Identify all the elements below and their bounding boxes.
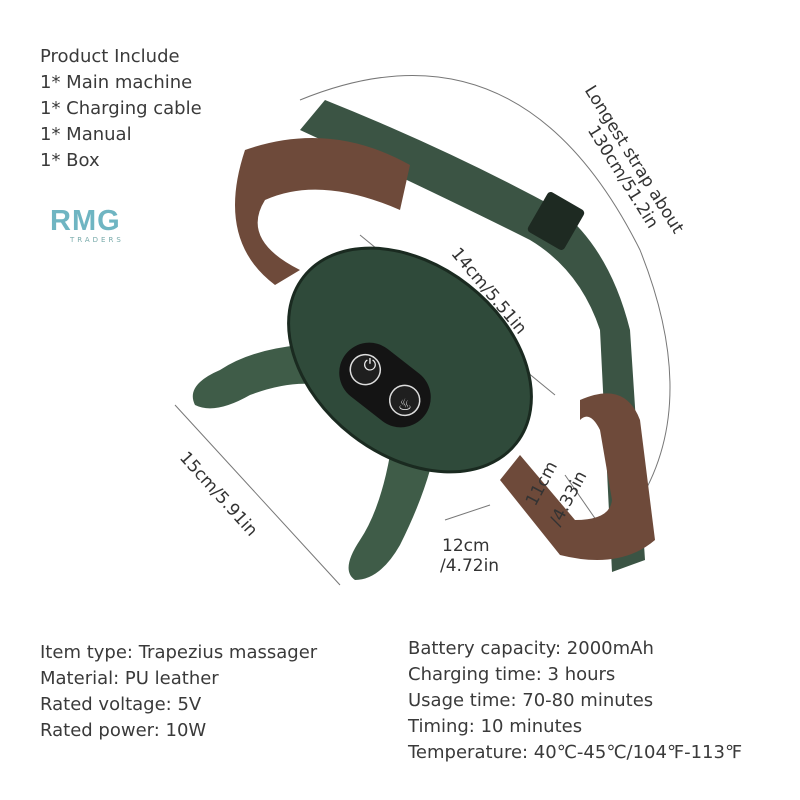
strap-buckle	[527, 192, 585, 250]
height-label-line1: 12cm	[442, 536, 490, 556]
spec-rated-power: Rated power: 10W	[40, 720, 207, 741]
heat-icon: ♨	[398, 395, 412, 414]
strap-brown-top	[235, 138, 410, 285]
width-dim-line	[174, 404, 341, 586]
specs-left-column: Item type: Trapezius massager Material: …	[40, 640, 317, 744]
power-button[interactable]	[344, 349, 386, 391]
massager-body-rim	[287, 246, 533, 474]
product-include-list: Product Include 1* Main machine 1* Charg…	[40, 44, 202, 174]
include-item: 1* Charging cable	[40, 98, 202, 119]
include-item: 1* Box	[40, 150, 100, 171]
spec-rated-voltage: Rated voltage: 5V	[40, 694, 202, 715]
heat-button[interactable]	[384, 379, 426, 421]
strap-length-arc	[299, 74, 671, 501]
product-include-title: Product Include	[40, 46, 180, 67]
massage-node-left	[192, 345, 320, 409]
massage-node-bottom	[348, 455, 430, 580]
spec-temperature: Temperature: 40℃-45℃/104℉-113℉	[408, 742, 743, 763]
include-item: 1* Main machine	[40, 72, 193, 93]
strap-brown-right	[500, 393, 655, 560]
spec-charging-time: Charging time: 3 hours	[408, 664, 616, 685]
spec-material: Material: PU leather	[40, 668, 219, 689]
include-item: 1* Manual	[40, 124, 132, 145]
spec-battery-capacity: Battery capacity: 2000mAh	[408, 638, 654, 659]
spec-item-type: Item type: Trapezius massager	[40, 642, 318, 663]
brand-logo: RMG TRADERS	[50, 205, 142, 255]
logo-text: RMG	[50, 205, 121, 237]
logo-subtext: TRADERS	[70, 236, 124, 244]
specs-right-column: Battery capacity: 2000mAh Charging time:…	[408, 636, 742, 766]
spec-timing: Timing: 10 minutes	[408, 716, 583, 737]
power-icon: ⏻	[364, 355, 377, 374]
height-dim-line	[444, 504, 491, 521]
height-label-line2: /4.72in	[440, 556, 500, 576]
spec-usage-time: Usage time: 70-80 minutes	[408, 690, 654, 711]
massager-body	[288, 248, 532, 472]
